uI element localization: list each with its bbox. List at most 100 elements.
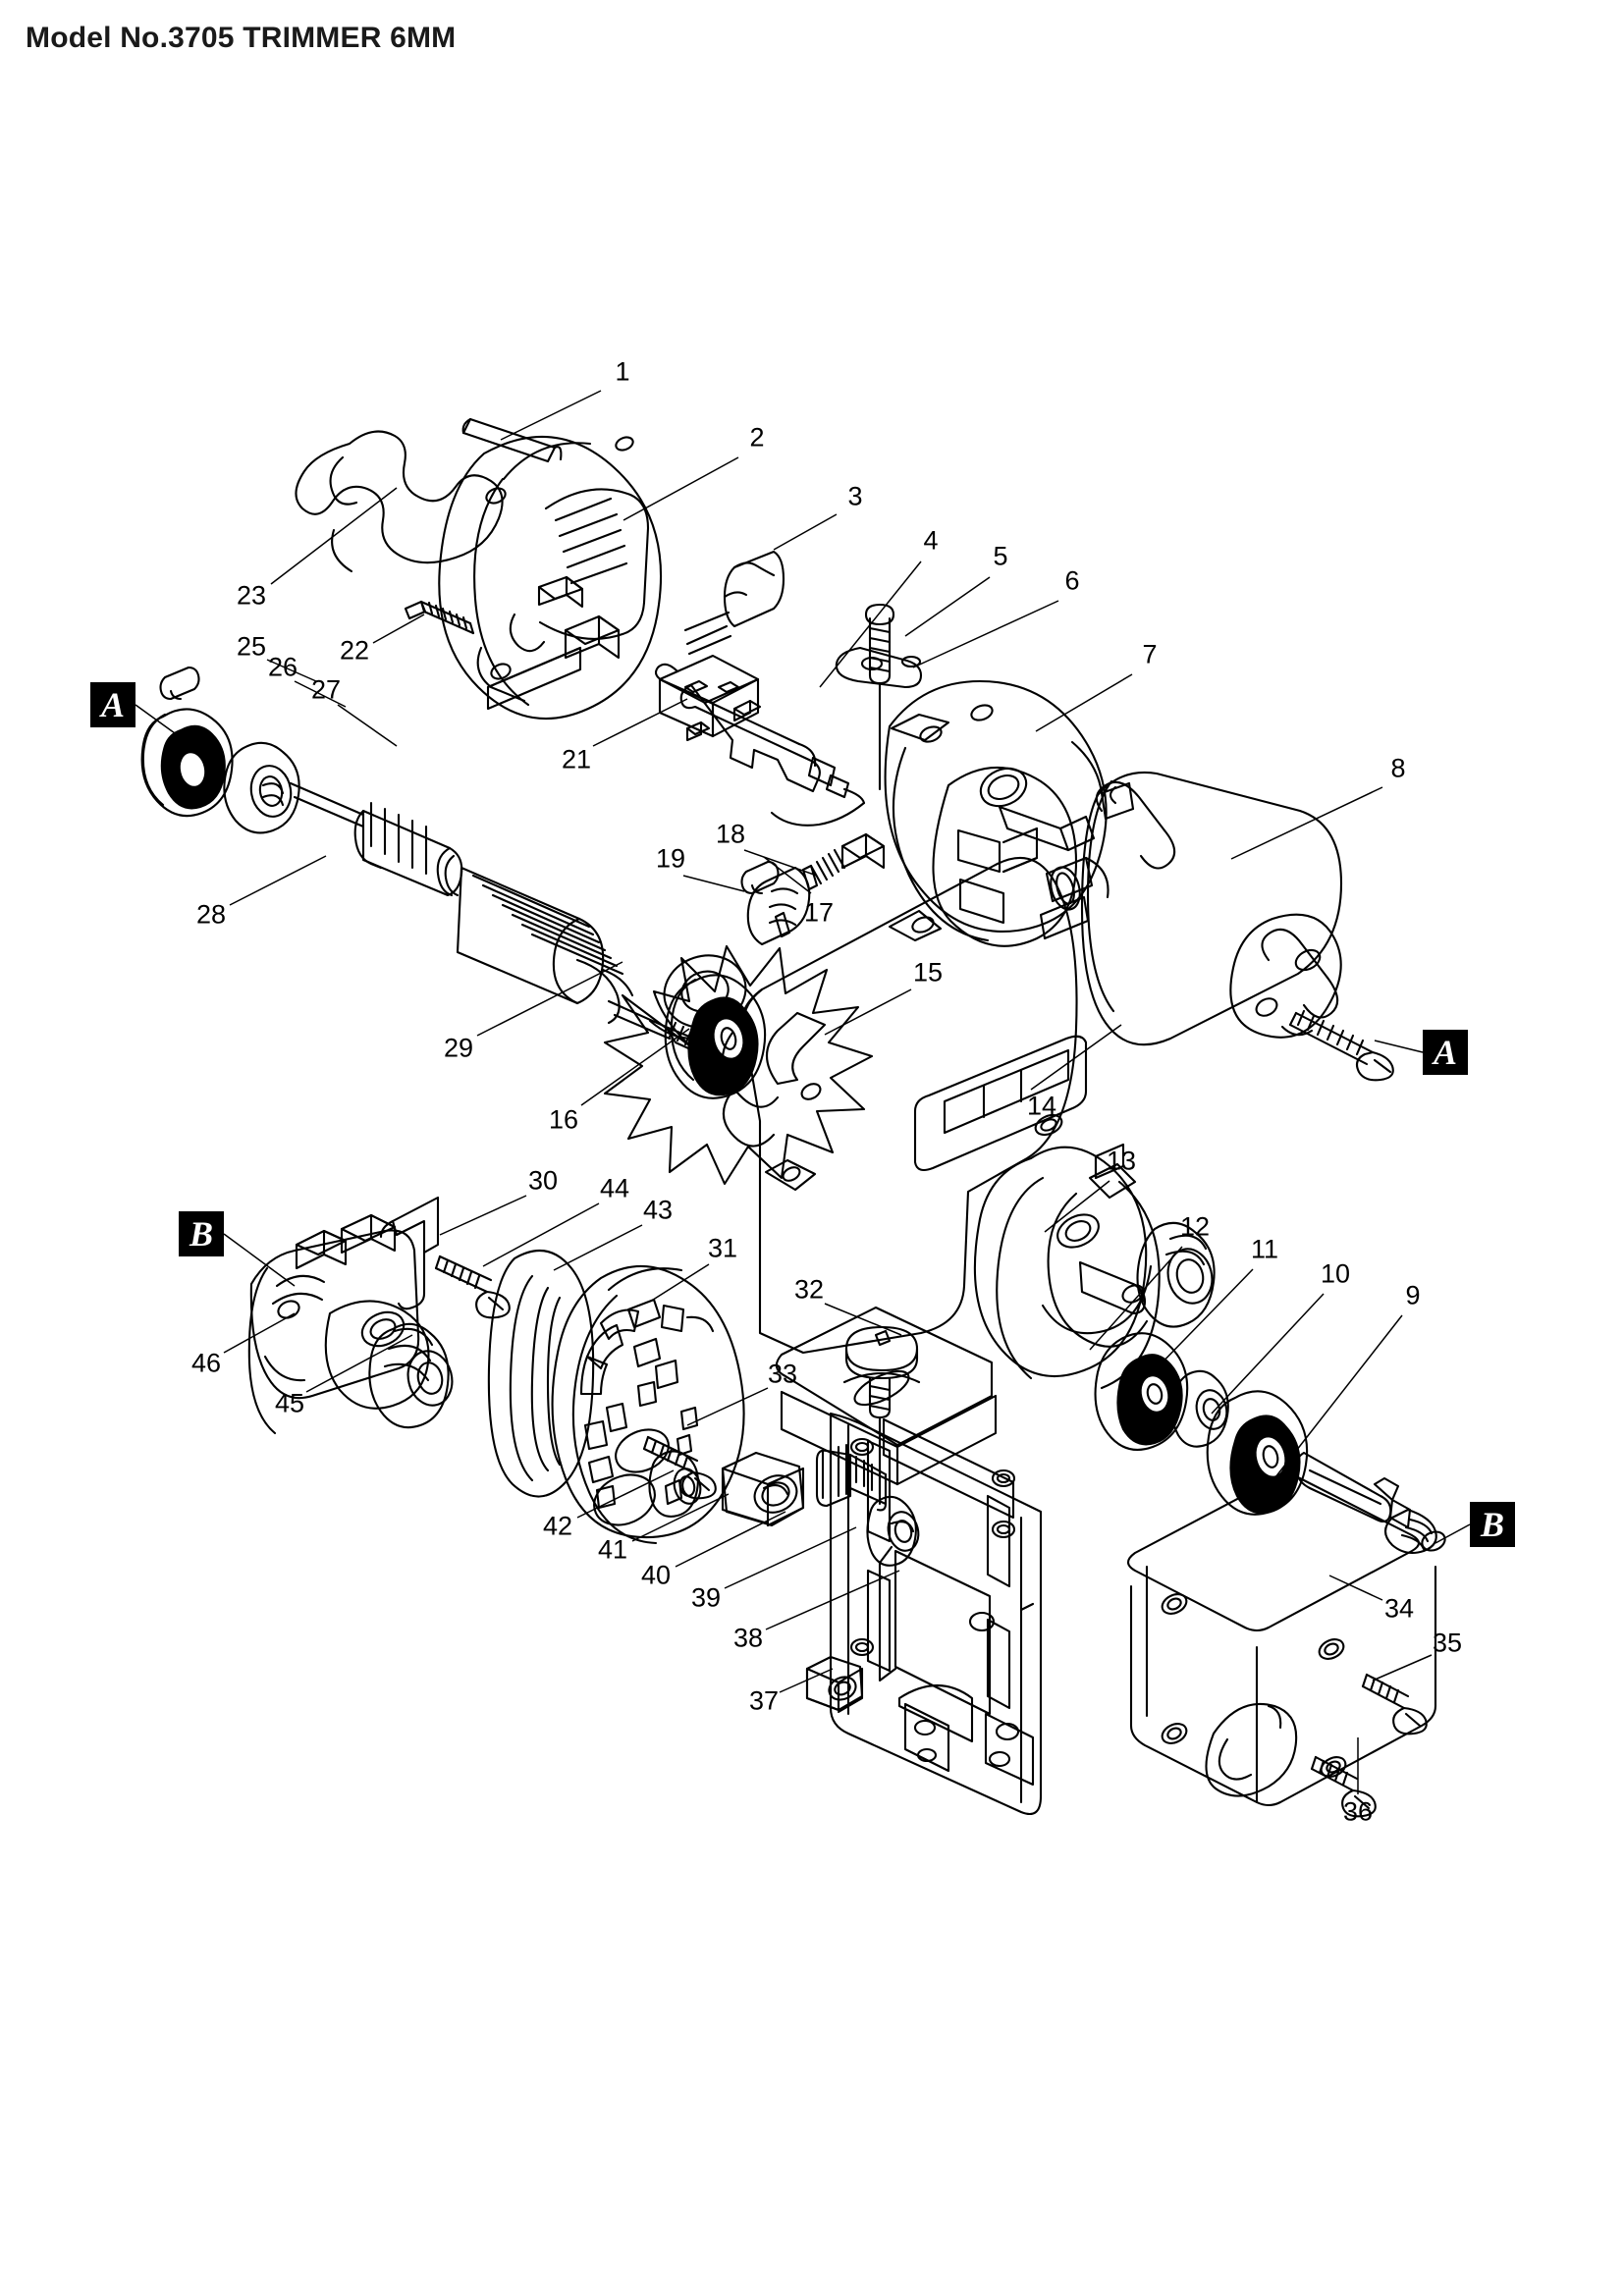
callout-number-2: 2 (749, 422, 765, 453)
callout-number-11: 11 (1250, 1234, 1279, 1264)
leader-line-37 (779, 1668, 834, 1693)
callout-number-10: 10 (1320, 1258, 1351, 1289)
callout-number-15: 15 (912, 957, 944, 988)
callout-number-17: 17 (803, 897, 835, 928)
part-13-bushing (1136, 1221, 1216, 1328)
leader-line-23 (270, 487, 398, 585)
part-8-field (1080, 771, 1343, 1046)
leader-line-40 (675, 1511, 786, 1568)
leader-line-44 (482, 1202, 600, 1267)
callout-number-36: 36 (1342, 1796, 1374, 1827)
leader-line-39 (724, 1526, 857, 1589)
marker-stub-2 (1374, 1040, 1424, 1053)
part-7-gear-housing (884, 679, 1135, 947)
leader-line-31 (649, 1263, 710, 1303)
callout-number-27: 27 (310, 674, 342, 705)
leader-line-12 (1089, 1246, 1183, 1351)
part-21-switch (654, 654, 762, 742)
part-18-brush-spring (801, 832, 886, 891)
part-41-hex-nut (721, 1451, 805, 1527)
callout-number-9: 9 (1405, 1280, 1421, 1310)
part-34-base-plate (1126, 1473, 1437, 1807)
callout-number-46: 46 (190, 1348, 222, 1378)
leader-line-1 (500, 390, 602, 441)
leader-line-10 (1211, 1293, 1325, 1415)
part-38-main-base (775, 1306, 1043, 1816)
leader-line-5 (904, 576, 991, 637)
callout-number-21: 21 (561, 744, 592, 774)
callout-number-6: 6 (1064, 565, 1080, 596)
part-27-bearing (223, 741, 300, 834)
marker-stub-1 (135, 704, 193, 747)
part-32-knob-bolt (844, 1325, 919, 1506)
marker-stub-3 (223, 1233, 296, 1287)
callout-number-25: 25 (236, 631, 267, 662)
callout-number-3: 3 (847, 481, 863, 511)
leader-line-3 (773, 513, 838, 551)
leader-line-28 (229, 855, 327, 906)
callout-number-43: 43 (642, 1195, 674, 1225)
leader-line-17 (763, 856, 812, 894)
callout-number-45: 45 (274, 1388, 305, 1418)
part-20-o-ring (1050, 866, 1081, 911)
part-10-bearing (1206, 1390, 1309, 1516)
part-30-spring-clip (379, 1196, 440, 1310)
part-12-bearing (1094, 1332, 1189, 1451)
callout-number-41: 41 (597, 1534, 628, 1565)
part-26-bearing (140, 708, 234, 818)
callout-number-33: 33 (767, 1359, 798, 1389)
leader-line-18 (743, 849, 818, 877)
part-6-terminal (835, 646, 923, 689)
callout-number-30: 30 (527, 1165, 559, 1196)
callout-number-18: 18 (715, 819, 746, 849)
leader-line-21 (592, 698, 688, 747)
leader-line-25 (266, 659, 317, 682)
callout-number-16: 16 (548, 1104, 579, 1135)
leader-line-46 (223, 1312, 296, 1354)
leader-line-32 (824, 1303, 902, 1336)
callout-number-28: 28 (195, 899, 227, 930)
part-31-sub-base (551, 1264, 745, 1545)
part-15-motor-housing (721, 856, 1161, 1390)
leader-line-13 (1044, 1180, 1110, 1233)
callout-number-5: 5 (993, 541, 1008, 571)
callout-number-32: 32 (793, 1274, 825, 1305)
part-35-screw (1361, 1673, 1428, 1735)
part-25-pin (159, 666, 200, 701)
part-23-cover-plate (295, 430, 504, 573)
leader-line-9 (1264, 1314, 1403, 1492)
callout-number-35: 35 (1432, 1628, 1463, 1658)
leader-line-14 (1030, 1024, 1122, 1091)
leader-line-16 (580, 1028, 690, 1106)
callout-number-22: 22 (339, 635, 370, 666)
leader-line-11 (1150, 1268, 1254, 1375)
leader-line-42 (576, 1469, 675, 1519)
callout-number-44: 44 (599, 1173, 630, 1203)
part-19-brush-cap (746, 866, 811, 946)
part-1-pin (461, 417, 563, 463)
callout-number-40: 40 (640, 1560, 672, 1590)
leader-line-4 (819, 561, 922, 688)
leader-line-43 (553, 1224, 643, 1271)
callout-number-31: 31 (707, 1233, 738, 1263)
callout-number-7: 7 (1142, 639, 1158, 669)
callout-number-14: 14 (1026, 1091, 1057, 1121)
part-3-capacitor (683, 550, 785, 656)
page-title: Model No.3705 TRIMMER 6MM (26, 22, 457, 54)
leader-line-30 (439, 1195, 527, 1236)
leader-line-38 (765, 1570, 900, 1630)
section-marker-b-3: B (179, 1211, 224, 1256)
callout-number-23: 23 (236, 580, 267, 611)
leader-line-34 (1328, 1575, 1383, 1601)
part-22-screw (404, 600, 475, 635)
callout-number-29: 29 (443, 1033, 474, 1063)
callout-number-19: 19 (655, 843, 686, 874)
callout-number-26: 26 (267, 652, 298, 682)
part-14-screw (1288, 1009, 1394, 1082)
leader-line-45 (305, 1334, 413, 1393)
leader-line-8 (1230, 786, 1383, 860)
part-42-collar (648, 1450, 702, 1518)
leader-line-35 (1372, 1654, 1433, 1682)
leader-line-6 (912, 600, 1059, 668)
